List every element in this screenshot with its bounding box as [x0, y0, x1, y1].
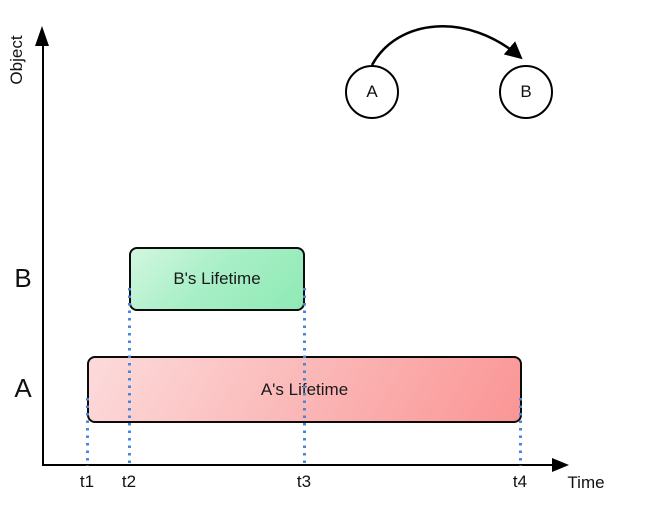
- row-label-a: A: [14, 373, 32, 403]
- guide-line-t4: [519, 398, 522, 466]
- lifetime-bar-b: B's Lifetime: [129, 247, 305, 311]
- object-node-a-label: A: [366, 82, 378, 101]
- object-node-a: A: [345, 65, 399, 119]
- row-label-b: B: [14, 263, 32, 293]
- tick-label-t2: t2: [121, 472, 137, 491]
- guide-line-t2: [128, 288, 131, 466]
- x-axis-arrowhead-icon: [552, 458, 569, 472]
- y-axis: [42, 40, 44, 466]
- lifetime-bar-b-label: B's Lifetime: [173, 269, 261, 288]
- object-node-b: B: [499, 65, 553, 119]
- y-axis-arrowhead-icon: [35, 26, 49, 46]
- x-axis: [42, 464, 554, 466]
- x-axis-title: Time: [567, 473, 605, 492]
- guide-line-t3: [303, 288, 306, 466]
- y-axis-title: Object: [7, 35, 26, 85]
- tick-label-t4: t4: [512, 472, 528, 491]
- tick-label-t1: t1: [79, 472, 95, 491]
- tick-label-t3: t3: [296, 472, 312, 491]
- object-node-b-label: B: [520, 82, 532, 101]
- guide-line-t1: [86, 398, 89, 466]
